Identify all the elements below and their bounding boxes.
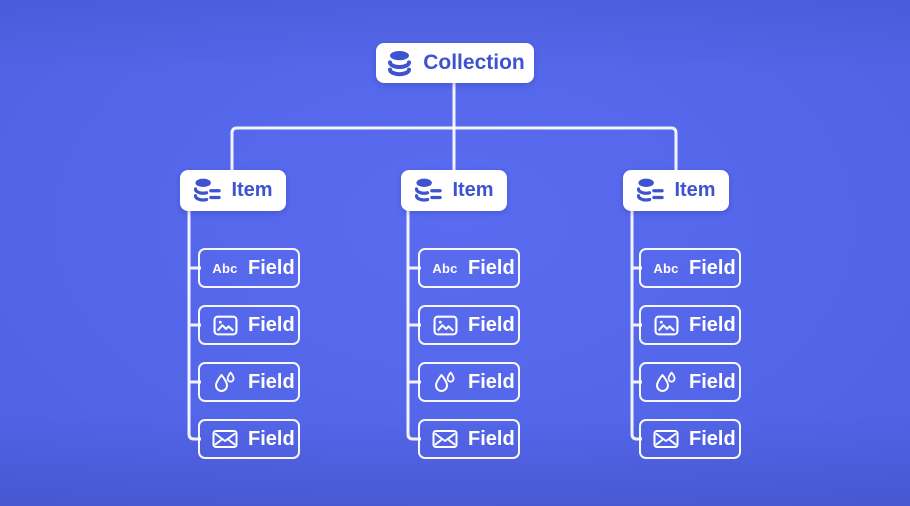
collection-node: Collection [376,43,534,83]
image-icon [431,315,459,336]
field-image: Field [639,305,741,345]
image-icon [211,315,239,336]
item-label: Item [452,179,494,201]
drops-icon [211,371,239,394]
item-stack-icon [193,178,221,204]
text-abc-icon: Abc [432,260,458,276]
text-abc-icon: Abc [212,260,238,276]
item-node-3: Item [623,170,729,211]
item-stack-icon [414,178,442,204]
drops-icon [431,371,459,394]
item-label: Item [231,179,273,201]
connector-col-middle [406,205,421,441]
field-text: Abc Field [198,248,300,288]
image-icon [652,315,680,336]
envelope-icon [211,429,239,449]
item-node-2: Item [401,170,507,211]
field-image: Field [198,305,300,345]
item-stack-icon [636,178,664,204]
field-text: Abc Field [418,248,520,288]
field-email: Field [198,419,300,459]
collection-label: Collection [423,51,525,74]
field-text: Abc Field [639,248,741,288]
item-label: Item [674,179,716,201]
connector-col-right [630,205,642,441]
envelope-icon [652,429,680,449]
connector-col-left [187,205,201,441]
field-image: Field [418,305,520,345]
item-node-1: Item [180,170,286,211]
field-email: Field [418,419,520,459]
envelope-icon [431,429,459,449]
connector-bar [230,126,678,172]
field-drops: Field [198,362,300,402]
field-drops: Field [418,362,520,402]
text-abc-icon: Abc [653,260,679,276]
field-drops: Field [639,362,741,402]
field-email: Field [639,419,741,459]
database-icon [385,50,413,77]
drops-icon [652,371,680,394]
